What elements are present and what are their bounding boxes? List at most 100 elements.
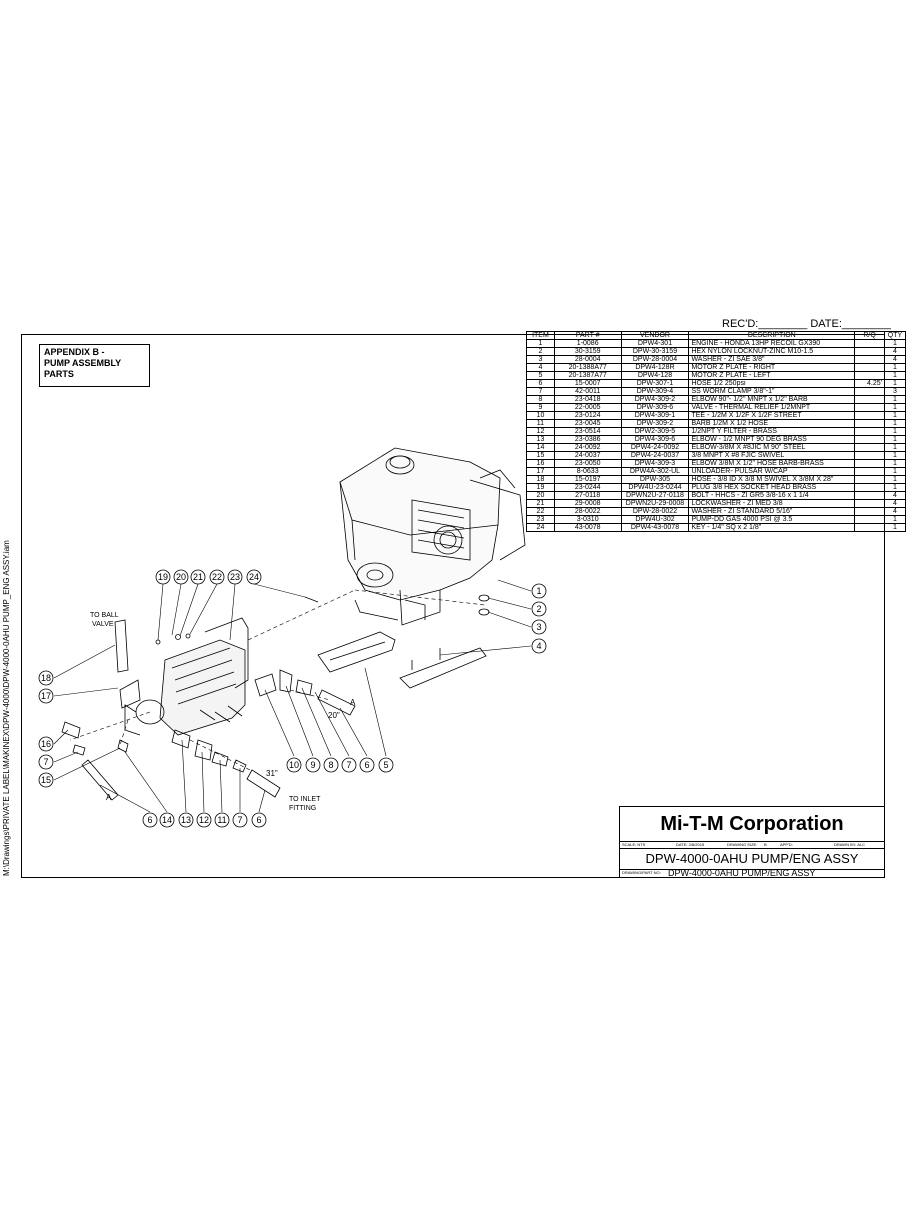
hose-length-20: 20" <box>328 711 340 720</box>
hose-end-a-top: A <box>350 698 356 707</box>
svg-text:14: 14 <box>162 815 172 825</box>
table-cell: KEY - 1/4" SQ x 2 1/8" <box>688 523 856 532</box>
svg-text:7: 7 <box>43 757 48 767</box>
svg-text:6: 6 <box>147 815 152 825</box>
drawing-annotations: TO BALL VALVE TO INLET FITTING A A 20" 3… <box>90 612 356 812</box>
svg-text:9: 9 <box>310 760 315 770</box>
svg-text:12: 12 <box>199 815 209 825</box>
callout-5: 5 <box>378 757 394 773</box>
svg-text:13: 13 <box>181 815 191 825</box>
drawn-by-field: DRAWN BY: ALC <box>834 842 865 847</box>
svg-text:2: 2 <box>536 604 541 614</box>
callout-13: 13 <box>178 812 194 828</box>
drawing-size-field: DRAWING SIZE: <box>727 842 758 847</box>
callout-10: 10 <box>286 757 302 773</box>
callout-7-bottom: 7 <box>232 812 248 828</box>
callout-19: 19 <box>155 569 171 585</box>
appendix-line-1: APPENDIX B - <box>44 347 105 357</box>
to-ball-valve-label-line-1: TO BALL <box>90 612 119 619</box>
callout-2: 2 <box>531 601 547 617</box>
svg-text:20: 20 <box>176 572 186 582</box>
svg-text:6: 6 <box>256 815 261 825</box>
svg-text:7: 7 <box>237 815 242 825</box>
motor-plates <box>317 594 490 689</box>
callout-21: 21 <box>190 569 206 585</box>
drawing-border <box>21 334 885 878</box>
svg-text:11: 11 <box>217 815 226 825</box>
drawing-title: DPW-4000-0AHU PUMP/ENG ASSY <box>620 848 884 870</box>
assembly-centerlines <box>69 589 486 771</box>
svg-text:8: 8 <box>328 760 333 770</box>
callout-12: 12 <box>196 812 212 828</box>
svg-text:15: 15 <box>41 775 51 785</box>
table-cell: DPW4-43-0078 <box>620 523 690 532</box>
callout-14: 14 <box>159 812 175 828</box>
callout-7-middle: 7 <box>341 757 357 773</box>
drawing-number-label: DRAWING/PART NO: <box>622 870 661 875</box>
appendix-line-3: PARTS <box>44 369 74 379</box>
callout-23: 23 <box>227 569 243 585</box>
drawing-number-value: DPW-4000-0AHU PUMP/ENG ASSY <box>668 868 816 878</box>
svg-text:3: 3 <box>536 622 541 632</box>
svg-text:18: 18 <box>41 673 51 683</box>
callout-6-left: 6 <box>142 812 158 828</box>
svg-text:5: 5 <box>383 760 388 770</box>
svg-text:19: 19 <box>158 572 168 582</box>
svg-text:10: 10 <box>289 760 299 770</box>
callout-balloons: 19 20 21 22 23 24 1 2 3 4 18 17 16 7 15 … <box>38 569 547 828</box>
callout-11: 11 <box>214 812 230 828</box>
engine-drawing <box>339 447 526 626</box>
table-cell: 24 <box>526 523 555 532</box>
appendix-line-2: PUMP ASSEMBLY <box>44 358 122 368</box>
title-block-info-row: SCALE: NTS DATE: 2/8/2015 DRAWING SIZE: … <box>620 841 884 849</box>
callout-15: 15 <box>38 772 54 788</box>
to-ball-valve-label-line-2: VALVE <box>92 621 114 628</box>
to-inlet-fitting-label-line-2: FITTING <box>289 805 316 812</box>
to-inlet-fitting-label-line-1: TO INLET <box>289 796 321 803</box>
callout-8: 8 <box>323 757 339 773</box>
leader-lines <box>53 579 532 813</box>
hose-end-a-bottom: A <box>106 793 112 802</box>
parts-list-table: ITEM PART # VENDOR DESCRIPTION R/Q QTY 1… <box>526 331 906 532</box>
callout-16: 16 <box>38 736 54 752</box>
title-block: Mi-T-M Corporation SCALE: NTS DATE: 2/8/… <box>619 806 885 878</box>
callout-4: 4 <box>531 638 547 654</box>
svg-text:22: 22 <box>212 572 222 582</box>
fittings-drawing <box>61 596 356 801</box>
table-cell: 1 <box>883 523 906 532</box>
callout-17: 17 <box>38 688 54 704</box>
callout-18: 18 <box>38 670 54 686</box>
scale-field: SCALE: NTS <box>622 842 646 847</box>
svg-text:16: 16 <box>41 739 51 749</box>
callout-24: 24 <box>246 569 262 585</box>
drawing-size-value: B <box>764 842 767 847</box>
appendix-box: APPENDIX B - PUMP ASSEMBLY PARTS <box>39 344 150 387</box>
svg-text:1: 1 <box>536 586 541 596</box>
drawing-number-row: DRAWING/PART NO: DPW-4000-0AHU PUMP/ENG … <box>620 868 884 878</box>
callout-22: 22 <box>209 569 225 585</box>
svg-text:6: 6 <box>364 760 369 770</box>
hose-length-31: 31" <box>266 769 278 778</box>
company-name: Mi-T-M Corporation <box>620 807 884 842</box>
callout-3: 3 <box>531 619 547 635</box>
svg-text:7: 7 <box>346 760 351 770</box>
received-date-line: REC'D:________ DATE:________ <box>722 318 891 330</box>
callout-7-left: 7 <box>38 754 54 770</box>
svg-text:4: 4 <box>536 641 541 651</box>
svg-text:21: 21 <box>193 572 203 582</box>
svg-text:23: 23 <box>230 572 240 582</box>
pump-drawing <box>114 617 249 736</box>
callout-9: 9 <box>305 757 321 773</box>
approved-field: APP'D: <box>780 842 793 847</box>
svg-text:17: 17 <box>41 691 51 701</box>
callout-6-middle: 6 <box>359 757 375 773</box>
date-field: DATE: 2/8/2015 <box>676 842 705 847</box>
callout-6-bottom: 6 <box>251 812 267 828</box>
callout-1: 1 <box>531 583 547 599</box>
callout-20: 20 <box>173 569 189 585</box>
svg-text:24: 24 <box>249 572 259 582</box>
